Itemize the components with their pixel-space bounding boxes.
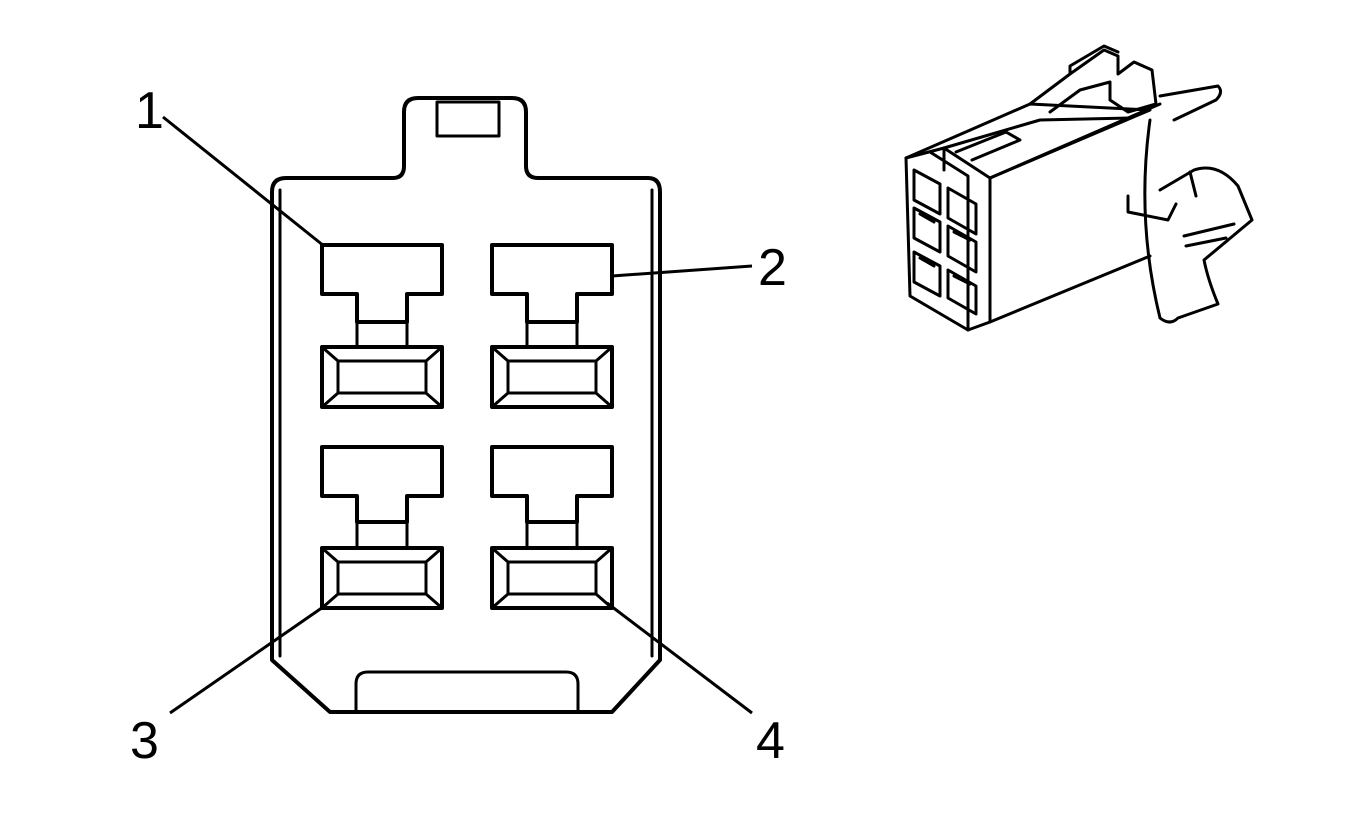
callout-3: 3: [130, 712, 159, 770]
terminal-cavity-3: [320, 445, 444, 610]
callout-2: 2: [758, 239, 787, 297]
terminal-cavity-1: [320, 243, 444, 409]
callout-1: 1: [135, 82, 164, 140]
locking-tab-slot: [435, 100, 501, 138]
iso-side-face: [988, 102, 1162, 324]
leader-line-1: [162, 115, 325, 248]
iso-latch: [1028, 48, 1158, 114]
iso-mounting-clip: [1126, 84, 1254, 324]
leader-line-3: [169, 603, 327, 715]
connector-isometric-view: [904, 44, 1254, 332]
leader-line-4: [606, 601, 753, 715]
leader-line-2: [611, 264, 753, 278]
terminal-cavity-2: [490, 243, 614, 409]
callout-4: 4: [756, 712, 785, 770]
bottom-key: [354, 670, 580, 714]
connector-face-view: 1 2 3 4: [130, 82, 787, 770]
connector-body-outline: [270, 96, 662, 714]
connector-body-inner-outline: [278, 188, 654, 658]
terminal-cavity-4: [490, 445, 614, 610]
